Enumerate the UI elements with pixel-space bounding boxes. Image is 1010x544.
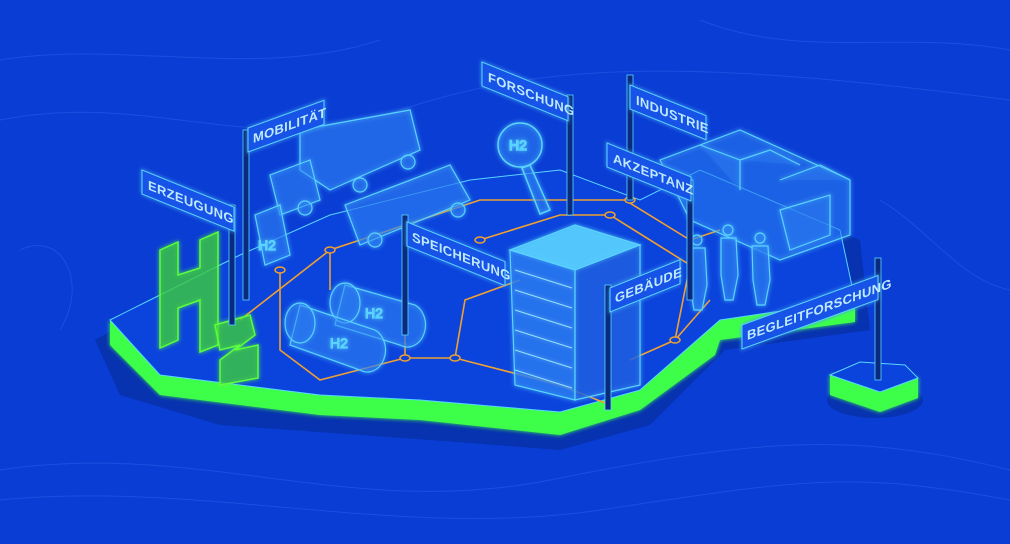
tank-label-1: H2 (365, 305, 383, 321)
pump-label: H2 (258, 237, 276, 253)
sign-forschung: FORSCHUNG (481, 61, 574, 122)
sign-erzeugung: ERZEUGUNG (141, 169, 235, 232)
pipeline-nodes (274, 196, 681, 362)
factory-hologram (659, 129, 851, 261)
platform-edge (110, 300, 855, 435)
tank-label-2: H2 (330, 335, 348, 351)
people-hologram (689, 224, 771, 311)
building-hologram (508, 224, 642, 401)
small-island (827, 361, 923, 418)
truck-hologram (269, 109, 471, 248)
sign-industrie: INDUSTRIE (629, 84, 709, 141)
h2-logo (159, 230, 259, 386)
magnifier-label: H2 (509, 137, 527, 153)
magnifier-hologram: H2 (497, 122, 552, 215)
sign-poles (228, 74, 882, 411)
contour-lines (0, 19, 1010, 520)
fuel-pump-hologram: H2 (254, 204, 291, 266)
